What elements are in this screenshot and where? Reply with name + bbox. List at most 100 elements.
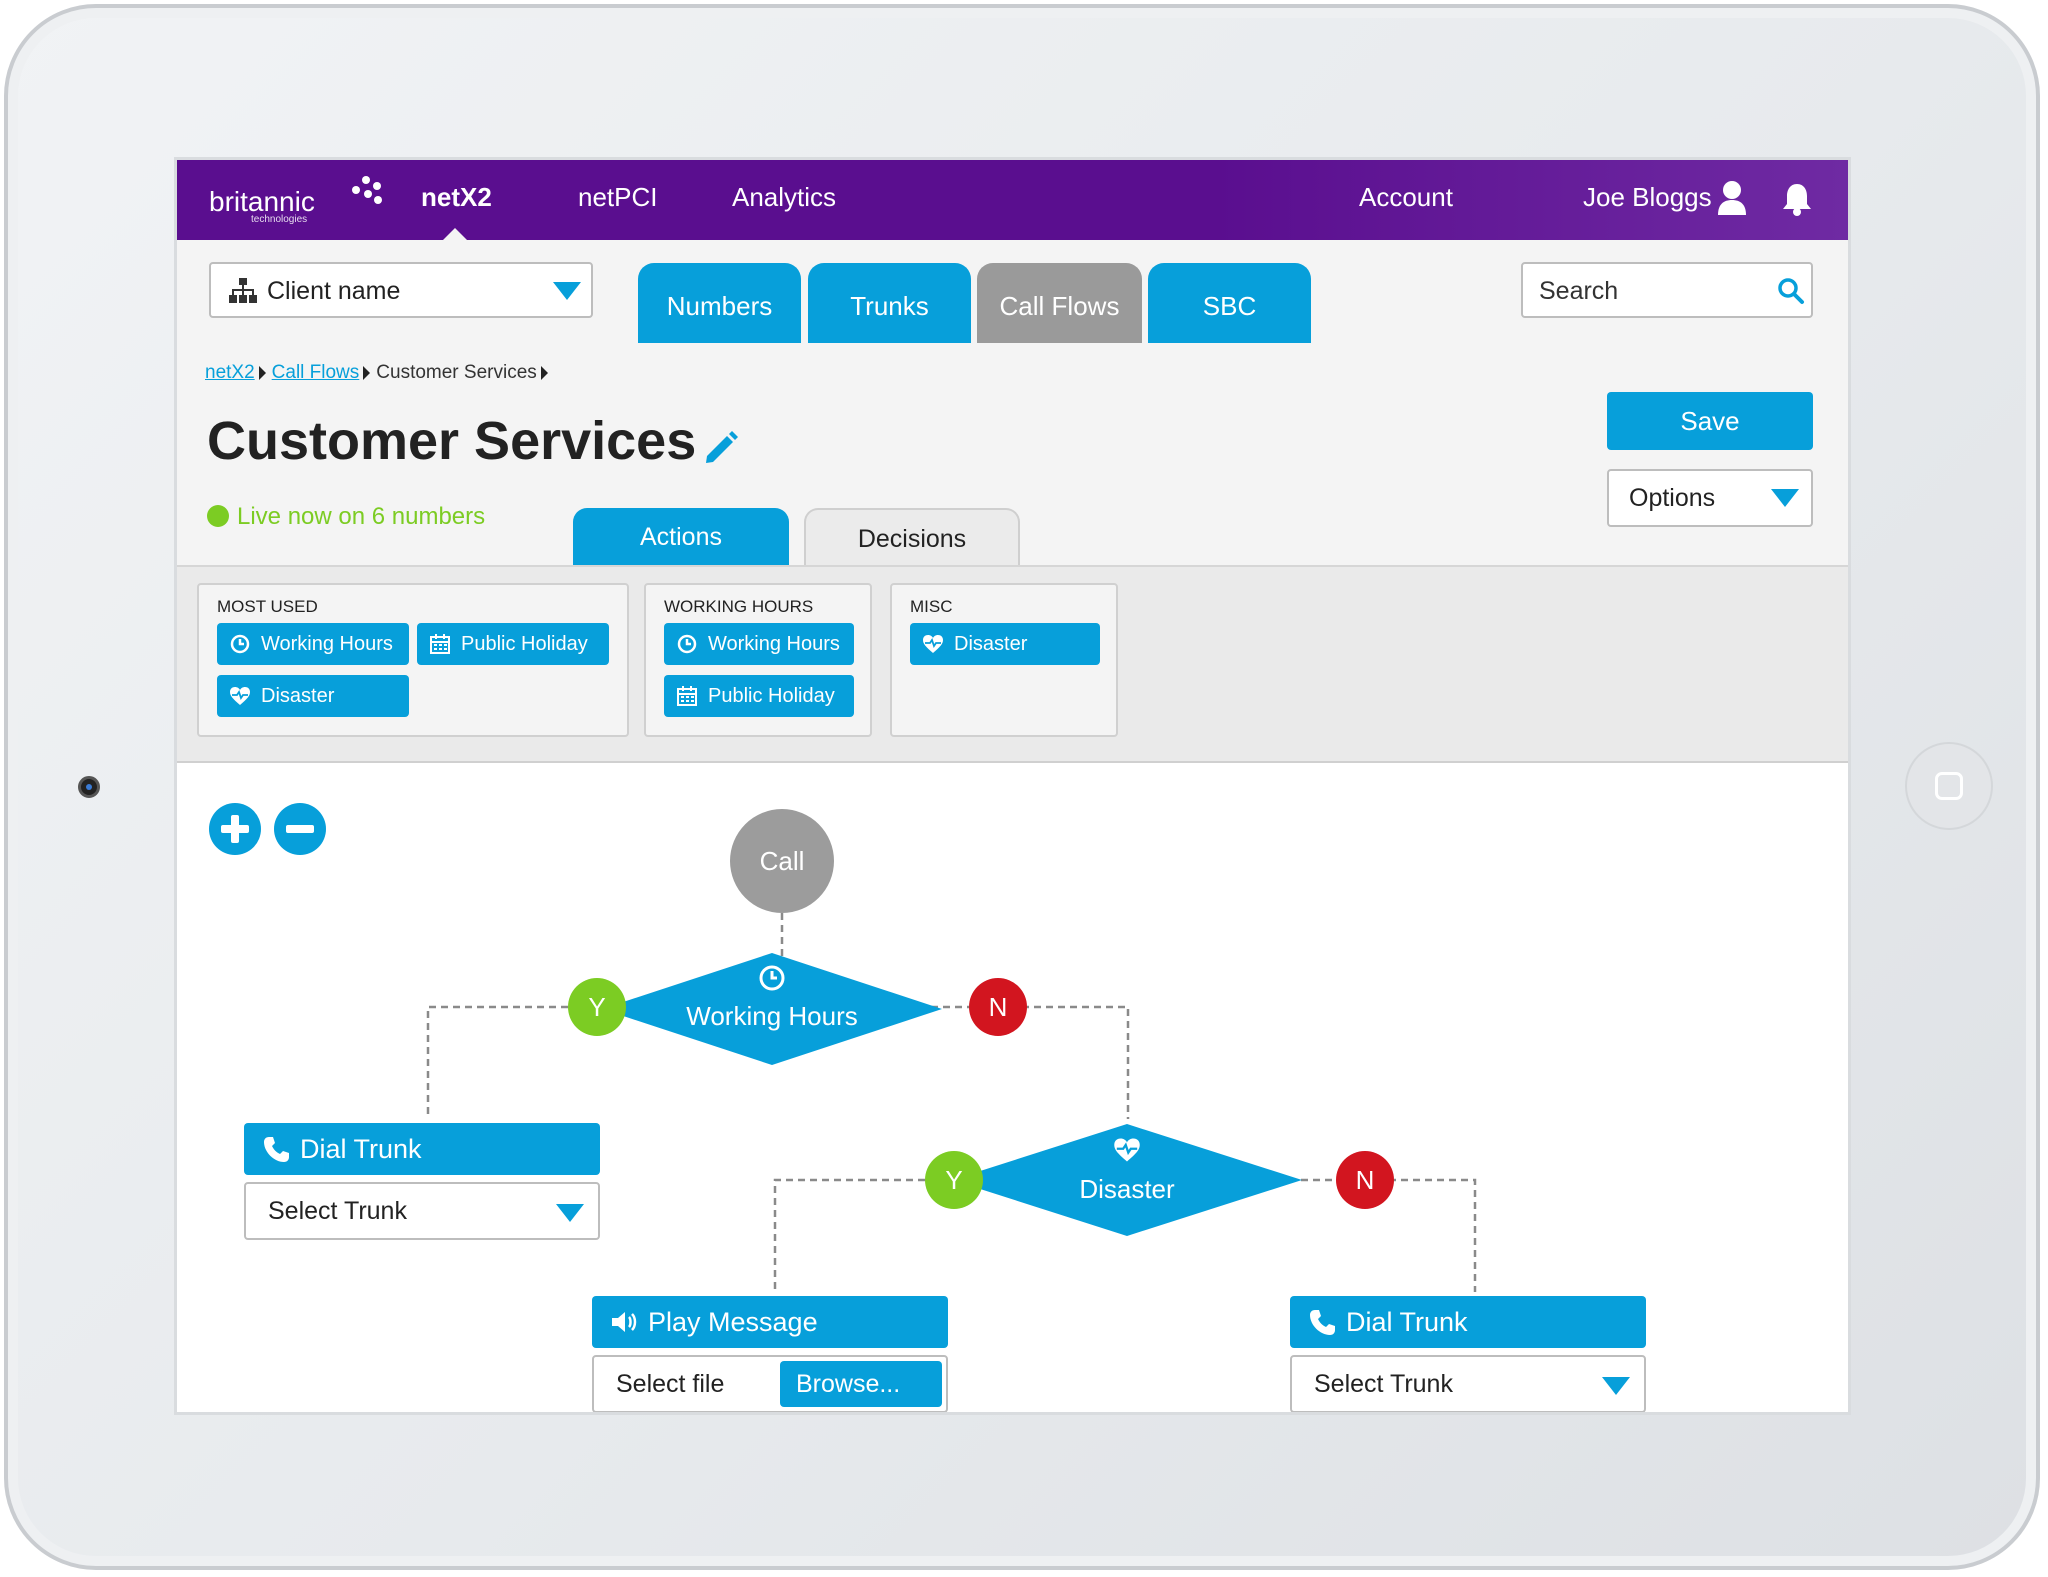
yes-badge[interactable]: Y <box>925 1151 983 1209</box>
brand-logo[interactable]: britannic technologies <box>209 176 382 225</box>
breadcrumb-separator-icon <box>258 365 266 380</box>
heart-pulse-icon <box>1114 1138 1140 1162</box>
zoom-in-button[interactable] <box>209 803 261 855</box>
chip-label: Public Holiday <box>461 633 588 655</box>
flow-canvas[interactable]: Call Working Hours Y N Disaster Y N Dial… <box>177 763 1848 1412</box>
breadcrumb-call-flows[interactable]: Call Flows <box>271 362 360 383</box>
select-trunk-dropdown[interactable]: Select Trunk <box>244 1182 600 1240</box>
camera-icon <box>78 776 100 798</box>
tab-call-flows[interactable]: Call Flows <box>977 263 1142 343</box>
yes-badge[interactable]: Y <box>568 978 626 1036</box>
nav-item-netpci[interactable]: netPCI <box>578 182 658 212</box>
select-trunk-dropdown[interactable]: Select Trunk <box>1290 1355 1646 1412</box>
phone-icon <box>264 1137 289 1162</box>
tab-numbers[interactable]: Numbers <box>638 263 801 343</box>
decision-label: Disaster <box>1079 1174 1175 1204</box>
search-icon[interactable] <box>1777 277 1805 305</box>
plus-icon <box>221 815 249 843</box>
clock-icon <box>230 634 250 654</box>
save-button[interactable]: Save <box>1607 392 1813 450</box>
client-select-value: Client name <box>267 277 401 305</box>
status-badge: Live now on 6 numbers <box>207 503 485 531</box>
options-label: Options <box>1629 484 1716 512</box>
component-palette: MOST USED Working Hours Public Holiday D… <box>177 565 1848 763</box>
palette-item-disaster[interactable]: Disaster <box>910 623 1100 665</box>
nav-account-link[interactable]: Account <box>1359 182 1453 212</box>
select-file-label: Select file <box>616 1370 725 1398</box>
chevron-down-icon <box>556 1204 584 1222</box>
nav-item-netx2[interactable]: netX2 <box>421 182 492 212</box>
action-title: Play Message <box>648 1307 818 1337</box>
action-dial-trunk-left[interactable]: Dial Trunk <box>244 1123 600 1175</box>
decision-disaster[interactable]: Disaster <box>952 1124 1302 1236</box>
speaker-icon <box>612 1312 637 1332</box>
group-title: MISC <box>910 597 953 616</box>
chip-label: Working Hours <box>708 633 840 655</box>
bell-icon[interactable] <box>1782 182 1812 216</box>
client-select[interactable]: Client name <box>209 262 593 318</box>
subtab-actions[interactable]: Actions <box>573 508 789 566</box>
browse-button[interactable]: Browse... <box>780 1361 942 1407</box>
decision-working-hours[interactable]: Working Hours <box>602 953 942 1065</box>
breadcrumb-current: Customer Services <box>376 362 537 383</box>
no-badge[interactable]: N <box>1336 1151 1394 1209</box>
pencil-icon[interactable] <box>701 428 741 468</box>
user-icon[interactable] <box>1717 180 1747 216</box>
action-title: Dial Trunk <box>1346 1307 1468 1337</box>
action-play-message[interactable]: Play Message <box>592 1296 948 1348</box>
tab-sbc[interactable]: SBC <box>1148 263 1311 343</box>
chip-label: Working Hours <box>261 633 393 655</box>
palette-item-working-hours[interactable]: Working Hours <box>217 623 409 665</box>
palette-group-most-used: MOST USED Working Hours Public Holiday D… <box>197 583 629 737</box>
options-dropdown[interactable]: Options <box>1607 469 1813 527</box>
page-title: Customer Services <box>207 411 697 471</box>
chevron-down-icon <box>1771 489 1799 507</box>
flow-start-call[interactable]: Call <box>730 809 834 913</box>
select-trunk-value: Select Trunk <box>1314 1370 1453 1398</box>
zoom-out-button[interactable] <box>274 803 326 855</box>
palette-item-working-hours[interactable]: Working Hours <box>664 623 854 665</box>
diamond-shape <box>952 1124 1302 1236</box>
chevron-down-icon <box>553 282 581 300</box>
heart-pulse-icon <box>923 635 943 653</box>
palette-item-disaster[interactable]: Disaster <box>217 675 409 717</box>
breadcrumb-netx2[interactable]: netX2 <box>205 362 255 383</box>
brand-tagline: technologies <box>251 214 308 225</box>
breadcrumb-separator-icon <box>540 365 548 380</box>
file-upload-field[interactable]: Select file Browse... <box>592 1355 948 1412</box>
search-placeholder: Search <box>1539 277 1619 305</box>
action-dial-trunk-right[interactable]: Dial Trunk <box>1290 1296 1646 1348</box>
home-button[interactable] <box>1905 742 1993 830</box>
palette-item-public-holiday[interactable]: Public Holiday <box>417 623 609 665</box>
decision-label: Working Hours <box>686 1001 858 1031</box>
chip-label: Disaster <box>954 633 1028 655</box>
top-nav-bar: britannic technologies netX2 netPCI Anal… <box>177 160 1848 240</box>
chip-label: Disaster <box>261 685 335 707</box>
no-badge[interactable]: N <box>969 978 1027 1036</box>
active-nav-indicator <box>443 228 467 240</box>
palette-group-working-hours: WORKING HOURS Working Hours Public Holid… <box>644 583 872 737</box>
status-dot-icon <box>207 505 229 527</box>
palette-item-public-holiday[interactable]: Public Holiday <box>664 675 854 717</box>
calendar-icon <box>430 634 450 654</box>
minus-icon <box>286 825 314 833</box>
org-chart-icon <box>229 278 257 303</box>
select-trunk-value: Select Trunk <box>268 1197 407 1225</box>
search-input[interactable]: Search <box>1521 262 1813 318</box>
breadcrumb-separator-icon <box>363 365 371 380</box>
action-title: Dial Trunk <box>300 1134 422 1164</box>
diamond-shape <box>602 953 942 1065</box>
calendar-icon <box>677 686 697 706</box>
phone-icon <box>1310 1310 1335 1335</box>
nav-user-name[interactable]: Joe Bloggs <box>1583 182 1712 212</box>
clock-icon <box>759 965 785 991</box>
palette-group-misc: MISC Disaster <box>890 583 1118 737</box>
app-screen: britannic technologies netX2 netPCI Anal… <box>174 157 1851 1415</box>
chevron-down-icon <box>1602 1377 1630 1395</box>
heart-pulse-icon <box>230 687 250 705</box>
status-text: Live now on 6 numbers <box>237 503 486 530</box>
group-title: WORKING HOURS <box>664 597 814 616</box>
tab-trunks[interactable]: Trunks <box>808 263 971 343</box>
nav-item-analytics[interactable]: Analytics <box>732 182 837 212</box>
subtab-decisions[interactable]: Decisions <box>804 508 1020 566</box>
